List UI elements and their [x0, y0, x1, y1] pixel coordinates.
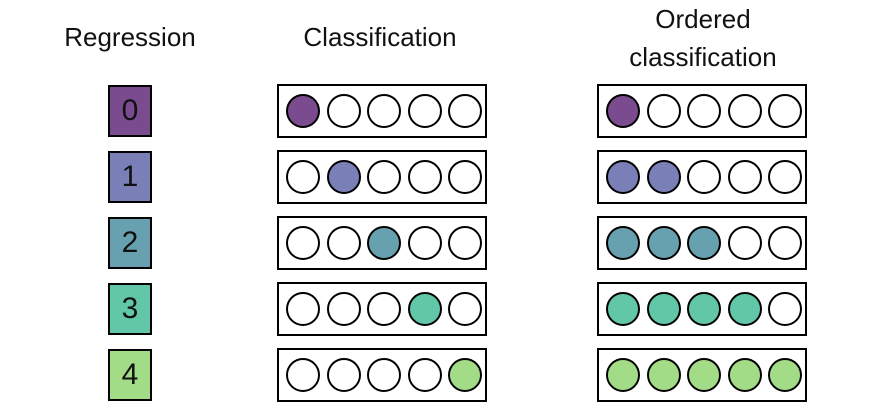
empty-circle — [768, 94, 802, 128]
empty-circle — [687, 94, 721, 128]
regression-value-box: 3 — [108, 283, 152, 335]
empty-circle — [727, 94, 762, 128]
filled-circle — [606, 160, 640, 194]
filled-circle — [448, 358, 482, 392]
empty-circle — [367, 358, 401, 392]
empty-circle — [367, 94, 401, 128]
empty-circle — [646, 94, 681, 128]
filled-circle — [727, 292, 762, 326]
filled-circle — [407, 292, 442, 326]
filled-circle — [286, 94, 320, 128]
filled-circle — [687, 226, 721, 260]
filled-circle — [367, 226, 401, 260]
filled-circle — [687, 292, 721, 326]
ordered-classification-strip — [597, 348, 807, 402]
classification-strip — [277, 84, 487, 138]
empty-circle — [768, 292, 802, 326]
filled-circle — [606, 94, 640, 128]
empty-circle — [727, 160, 762, 194]
ordered-classification-strip — [597, 282, 807, 336]
empty-circle — [326, 94, 361, 128]
empty-circle — [326, 292, 361, 326]
empty-circle — [448, 292, 482, 326]
regression-value-box: 4 — [108, 349, 152, 401]
header-classification: Classification — [303, 22, 457, 52]
empty-circle — [768, 160, 802, 194]
filled-circle — [727, 358, 762, 392]
empty-circle — [326, 358, 361, 392]
filled-circle — [326, 160, 361, 194]
header-ordered-line1: Ordered — [655, 4, 751, 34]
empty-circle — [727, 226, 762, 260]
filled-circle — [646, 358, 681, 392]
empty-circle — [407, 358, 442, 392]
header-ordered-classification: Ordered classification — [590, 0, 816, 76]
empty-circle — [367, 292, 401, 326]
classification-strip — [277, 282, 487, 336]
filled-circle — [606, 292, 640, 326]
ordered-classification-strip — [597, 84, 807, 138]
empty-circle — [407, 226, 442, 260]
empty-circle — [768, 226, 802, 260]
regression-value-box: 1 — [108, 151, 152, 203]
filled-circle — [606, 358, 640, 392]
empty-circle — [326, 226, 361, 260]
empty-circle — [286, 226, 320, 260]
header-ordered-line2: classification — [629, 42, 777, 72]
filled-circle — [646, 292, 681, 326]
classification-strip — [277, 150, 487, 204]
regression-value-box: 2 — [108, 217, 152, 269]
classification-strip — [277, 216, 487, 270]
filled-circle — [768, 358, 802, 392]
regression-value-box: 0 — [108, 85, 152, 137]
classification-strip — [277, 348, 487, 402]
empty-circle — [448, 226, 482, 260]
empty-circle — [286, 160, 320, 194]
empty-circle — [448, 160, 482, 194]
empty-circle — [367, 160, 401, 194]
empty-circle — [286, 358, 320, 392]
filled-circle — [646, 226, 681, 260]
empty-circle — [448, 94, 482, 128]
empty-circle — [407, 94, 442, 128]
filled-circle — [687, 358, 721, 392]
empty-circle — [687, 160, 721, 194]
empty-circle — [286, 292, 320, 326]
header-regression: Regression — [64, 22, 196, 52]
ordered-classification-strip — [597, 216, 807, 270]
filled-circle — [646, 160, 681, 194]
empty-circle — [407, 160, 442, 194]
ordered-classification-strip — [597, 150, 807, 204]
filled-circle — [606, 226, 640, 260]
